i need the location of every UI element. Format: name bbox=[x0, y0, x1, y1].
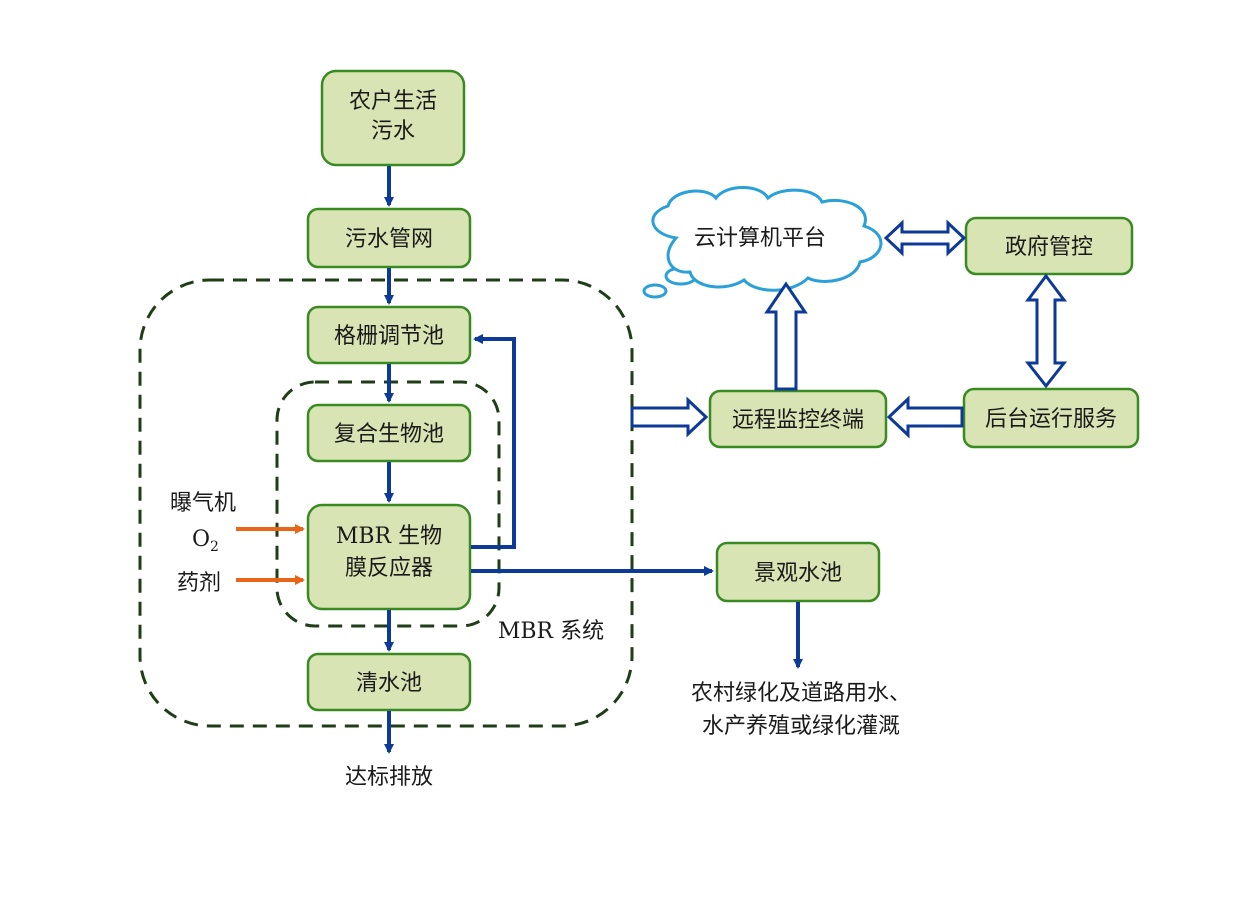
node-screen-regulating-tank: 格栅调节池 bbox=[306, 305, 472, 365]
node-landscape-pool-label: 景观水池 bbox=[754, 561, 842, 586]
node-screen-regulating-tank-label: 格栅调节池 bbox=[334, 324, 444, 349]
node-landscape-pool: 景观水池 bbox=[715, 541, 881, 603]
node-mbr-reactor: MBR 生物 膜反应器 bbox=[306, 503, 472, 611]
node-sewage-pipe-network-label: 污水管网 bbox=[345, 227, 433, 252]
arrow-mbr-return-to-screen bbox=[471, 334, 516, 549]
cloud-icon bbox=[642, 186, 883, 299]
node-remote-monitoring-terminal-label: 远程监控终端 bbox=[732, 408, 864, 433]
label-reuse-line1: 农村绿化及道路用水、 bbox=[691, 681, 911, 706]
node-backend-service-label: 后台运行服务 bbox=[985, 407, 1117, 432]
label-chemicals: 药剂 bbox=[177, 571, 221, 596]
hollow-arrow-terminal-to-cloud bbox=[764, 281, 808, 391]
node-government-control-label: 政府管控 bbox=[1005, 235, 1093, 260]
hollow-arrow-backend-to-terminal bbox=[886, 395, 964, 439]
node-clear-water-tank: 清水池 bbox=[306, 652, 472, 712]
node-government-control: 政府管控 bbox=[964, 216, 1134, 276]
node-composite-bio-tank-label: 复合生物池 bbox=[334, 422, 444, 447]
label-oxygen: O2 bbox=[192, 527, 219, 555]
node-clear-water-tank-label: 清水池 bbox=[356, 671, 422, 696]
node-household-sewage: 农户生活 污水 bbox=[320, 69, 466, 167]
node-backend-service: 后台运行服务 bbox=[962, 387, 1140, 449]
node-mbr-reactor-line2: 膜反应器 bbox=[345, 556, 433, 581]
label-reuse-line2: 水产养殖或绿化灌溉 bbox=[702, 714, 900, 739]
hollow-arrow-system-to-terminal bbox=[630, 396, 709, 438]
node-remote-monitoring-terminal: 远程监控终端 bbox=[708, 389, 888, 449]
label-compliant-discharge: 达标排放 bbox=[345, 765, 433, 790]
node-cloud-platform: 云计算机平台 bbox=[642, 186, 883, 299]
label-oxygen-main: O bbox=[192, 527, 210, 552]
hollow-arrow-cloud-gov-bidirectional bbox=[883, 219, 967, 257]
node-composite-bio-tank: 复合生物池 bbox=[306, 403, 472, 463]
node-mbr-reactor-line1: MBR 生物 bbox=[336, 524, 442, 549]
node-sewage-pipe-network: 污水管网 bbox=[306, 207, 472, 269]
node-household-sewage-line2: 污水 bbox=[371, 119, 415, 144]
node-household-sewage-line1: 农户生活 bbox=[349, 89, 437, 114]
node-cloud-platform-label: 云计算机平台 bbox=[694, 226, 826, 251]
label-aerator: 曝气机 bbox=[170, 491, 236, 516]
hollow-arrow-gov-backend-bidirectional bbox=[1024, 273, 1068, 389]
label-oxygen-subscript: 2 bbox=[210, 539, 219, 555]
label-mbr-system: MBR 系统 bbox=[498, 619, 604, 644]
